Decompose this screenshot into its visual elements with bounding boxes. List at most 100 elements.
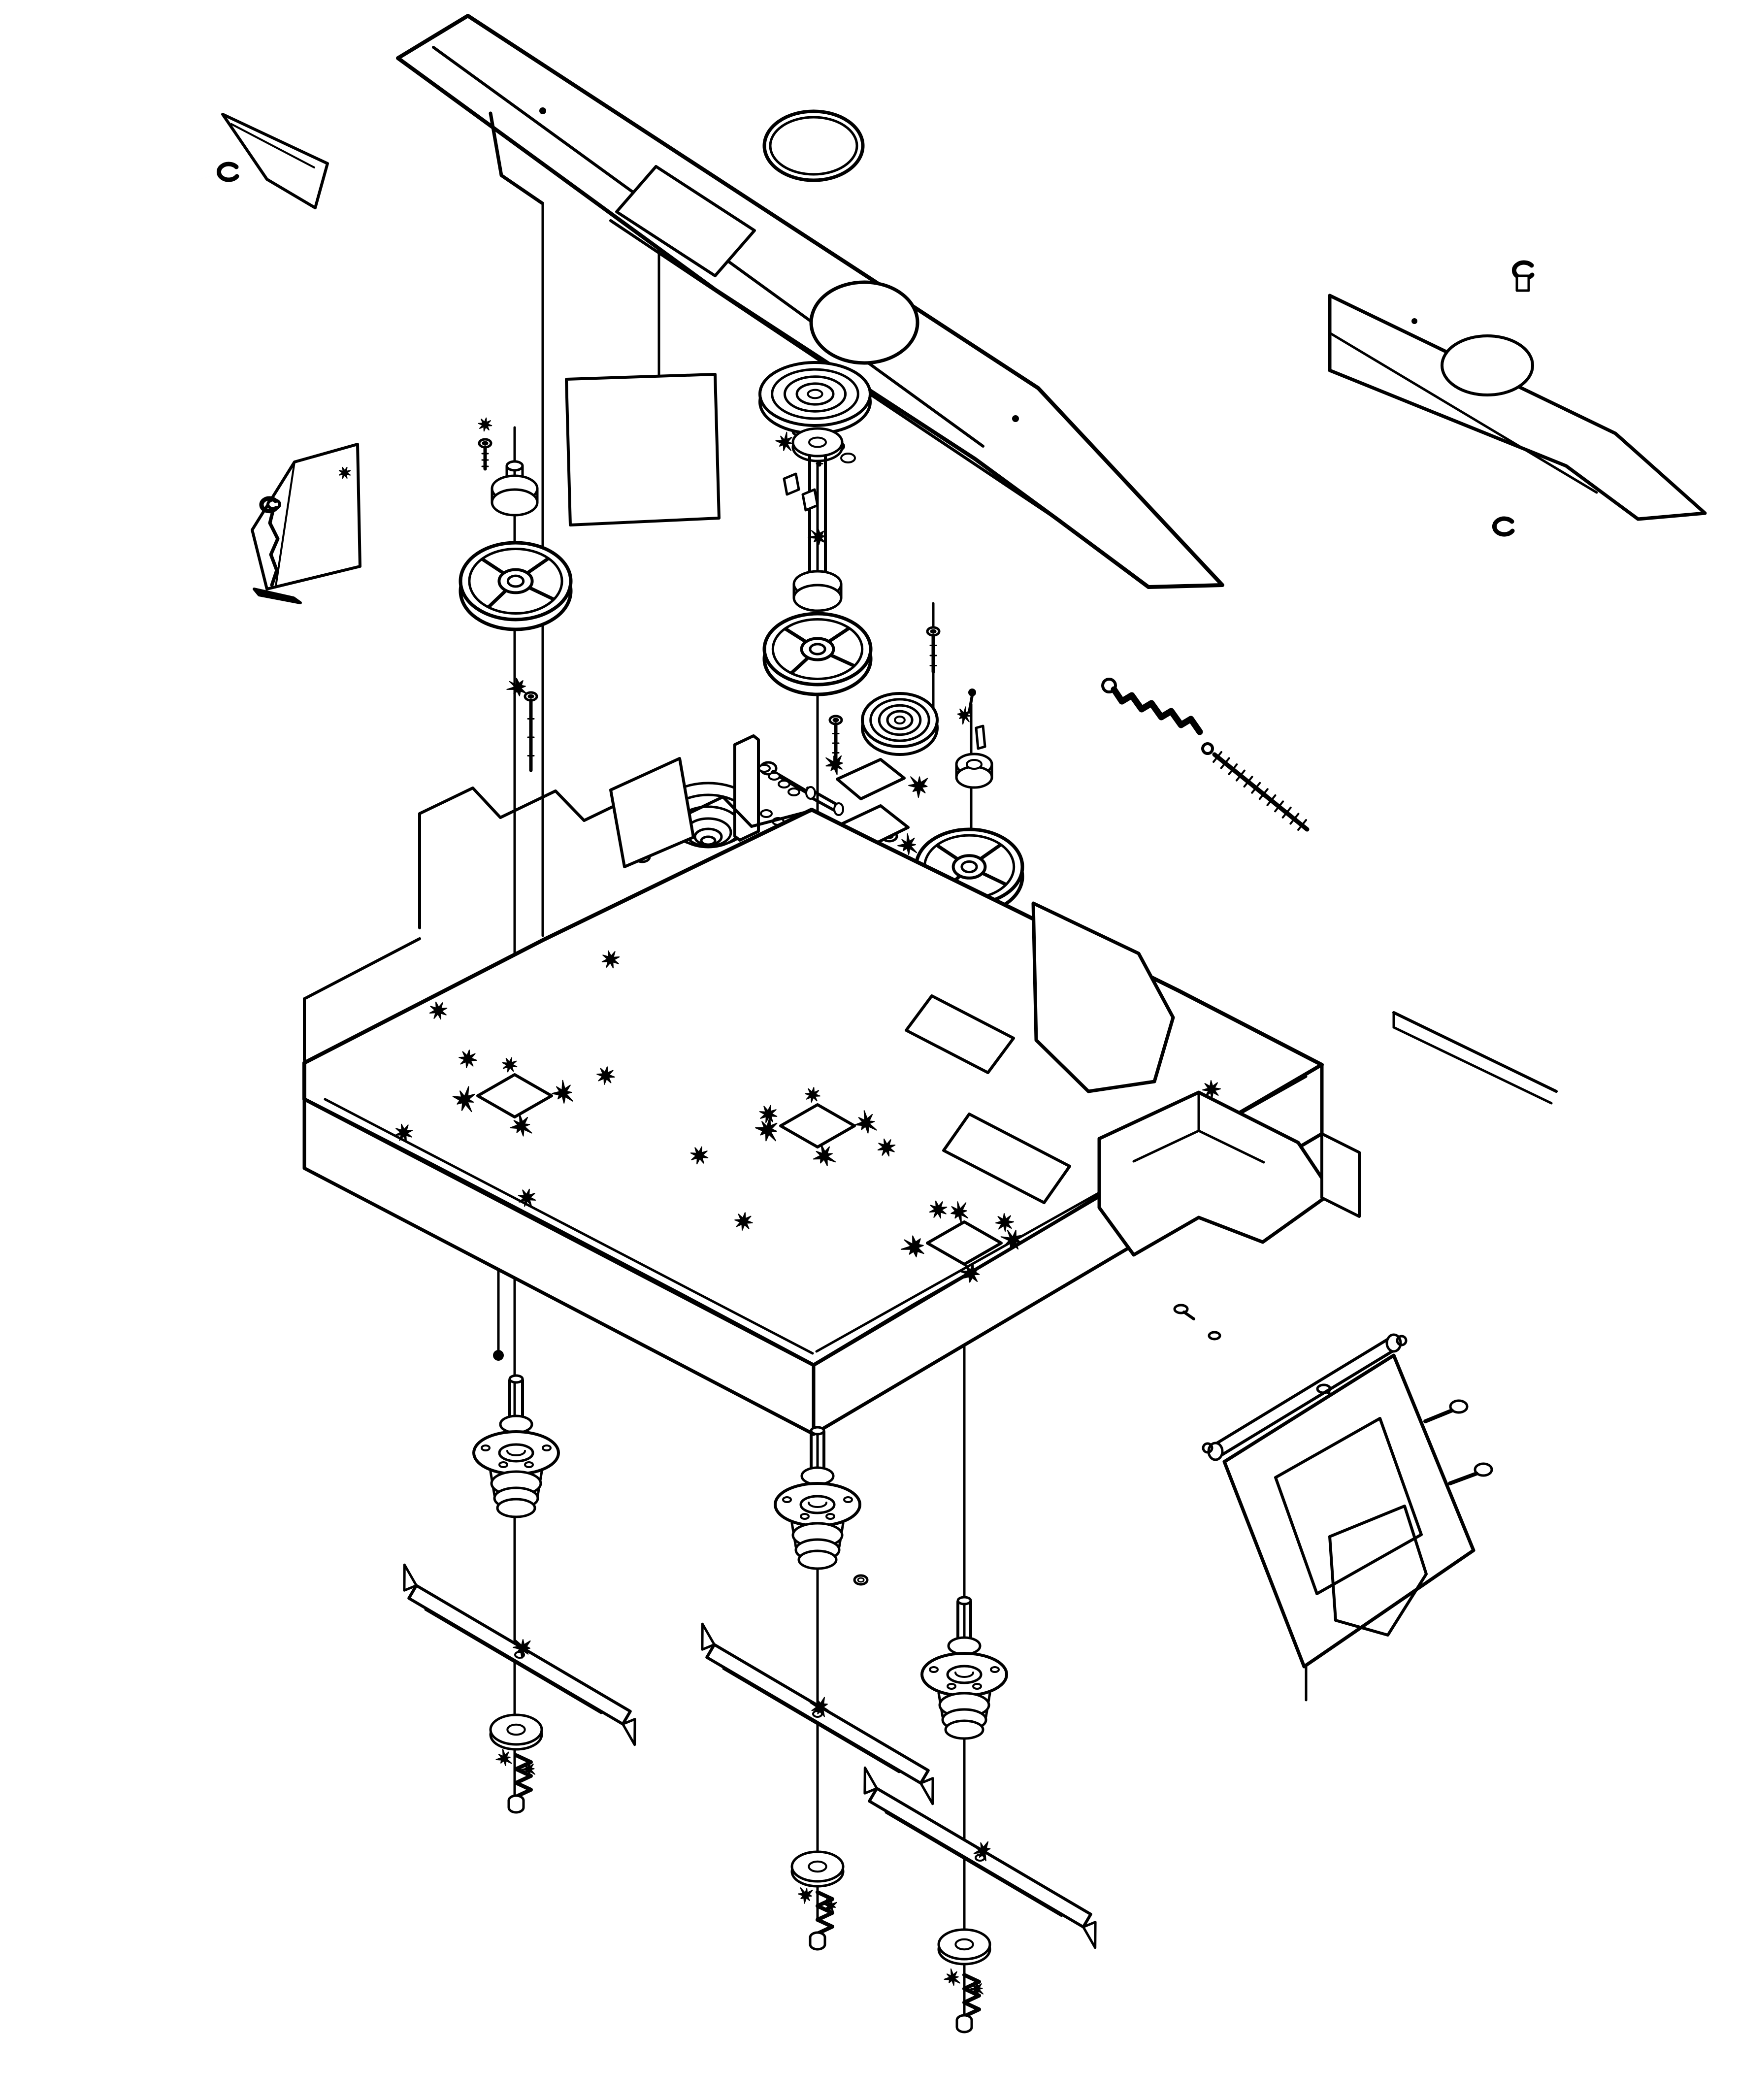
pin-7 (968, 689, 976, 696)
hub-cup (792, 584, 843, 612)
rod-thread (1235, 769, 1246, 782)
rod-thread (1297, 819, 1307, 831)
bolt-hole (782, 1496, 792, 1503)
grass-tuft (854, 1110, 877, 1134)
blade-27c (863, 1766, 1097, 1949)
housing-ring (797, 1549, 838, 1570)
pulley-spoke (979, 843, 1002, 861)
blade-tip (403, 1563, 418, 1592)
blade-star (809, 1697, 829, 1717)
grass-tuft (759, 1105, 778, 1123)
grass-tuft (957, 706, 972, 725)
ring-36-inner (769, 116, 858, 176)
bolt-star (521, 1760, 535, 1776)
pin-7 (968, 694, 974, 714)
spring-hook (1201, 742, 1214, 755)
bolt-head-side (955, 2019, 973, 2034)
boss-detail (954, 1672, 974, 1678)
pulley-groove (878, 704, 922, 736)
art-line (193, 173, 221, 182)
pulley-spoke (525, 557, 550, 575)
grass-tuft (690, 1146, 709, 1165)
ring-36 (762, 109, 865, 182)
spacer-washer (768, 772, 781, 781)
art-line (1392, 1026, 1553, 1105)
bolt-29b (809, 1890, 834, 1951)
head-dot (482, 441, 489, 446)
pulley-spoke (790, 656, 810, 675)
spring-hook (1101, 678, 1117, 693)
pulley-spoke (527, 586, 555, 601)
grass-tuft (808, 527, 826, 545)
washer-hole (506, 1723, 526, 1736)
cover-support-arm (489, 111, 544, 205)
spindle-26a (472, 1374, 560, 1518)
grass-tuft (478, 417, 492, 432)
boss (946, 1665, 983, 1684)
blade-edge (424, 1608, 602, 1714)
grass-tuft (1202, 1080, 1221, 1099)
grass-tuft (825, 755, 843, 775)
grass-tuft (429, 1001, 448, 1020)
pulley-35 (758, 361, 872, 435)
grass-tuft (813, 1143, 836, 1167)
grass-tuft (958, 1262, 980, 1283)
collar (800, 1466, 835, 1486)
extension-spring-3 (1111, 686, 1203, 735)
bar-pin (1202, 1442, 1213, 1454)
inset3-panel (251, 443, 361, 591)
head-dot (527, 694, 534, 699)
grass-tuft (596, 1066, 615, 1085)
grass-tuft (877, 1138, 896, 1157)
hub-cup (491, 488, 539, 517)
pulley-spoke (981, 871, 1007, 886)
decal-52 (615, 165, 756, 277)
pulley-rim (771, 618, 864, 680)
bolt-star (823, 1899, 837, 1914)
bolt-hole (972, 1683, 982, 1690)
pulley-groove (783, 375, 847, 413)
washer-28a (489, 1713, 543, 1751)
grass-tuft (502, 1057, 518, 1073)
collar (499, 1414, 533, 1434)
grass-tuft (805, 1087, 820, 1103)
spindle-26c (920, 1596, 1008, 1740)
rod-thread (1258, 788, 1269, 800)
boss-detail (808, 1502, 827, 1508)
rod-thread (1243, 776, 1253, 788)
washer-28c (937, 1928, 991, 1966)
bolt-hole (800, 1513, 810, 1520)
bolt-star (798, 1887, 813, 1904)
cover-screw (539, 107, 546, 114)
pulley-rim (468, 547, 563, 615)
grass-tuft (951, 1201, 969, 1224)
art-line (1214, 1349, 1395, 1460)
spindle-26b (774, 1426, 861, 1570)
clip-41 (216, 162, 239, 182)
bolt-49 (478, 438, 492, 471)
grass-tuft (900, 1235, 924, 1258)
center-spindle-pulley (762, 612, 873, 696)
grass-tuft (338, 466, 351, 479)
rod-thread (1213, 751, 1222, 763)
inset2-cover (1328, 294, 1707, 521)
bolt-star (944, 1968, 960, 1986)
hub-stub-top (505, 460, 524, 472)
bolt-hole (481, 1444, 491, 1451)
spacer-washer (787, 788, 800, 796)
bolt-hole (498, 1461, 508, 1468)
rod-thread (1228, 763, 1238, 776)
bolt-29c (955, 1973, 981, 2034)
deck-hump (1097, 1090, 1334, 1257)
blade-star (972, 1841, 991, 1862)
pulley-spoke (829, 653, 855, 667)
boss-detail (506, 1450, 526, 1456)
art-line (230, 123, 315, 168)
bolt-44-head (1474, 1462, 1493, 1477)
spacer-washer (760, 809, 773, 818)
stud-21 (493, 1350, 504, 1361)
baffle-14 (1031, 901, 1175, 1093)
plate-30 (836, 758, 906, 800)
cover-hole (809, 280, 919, 365)
